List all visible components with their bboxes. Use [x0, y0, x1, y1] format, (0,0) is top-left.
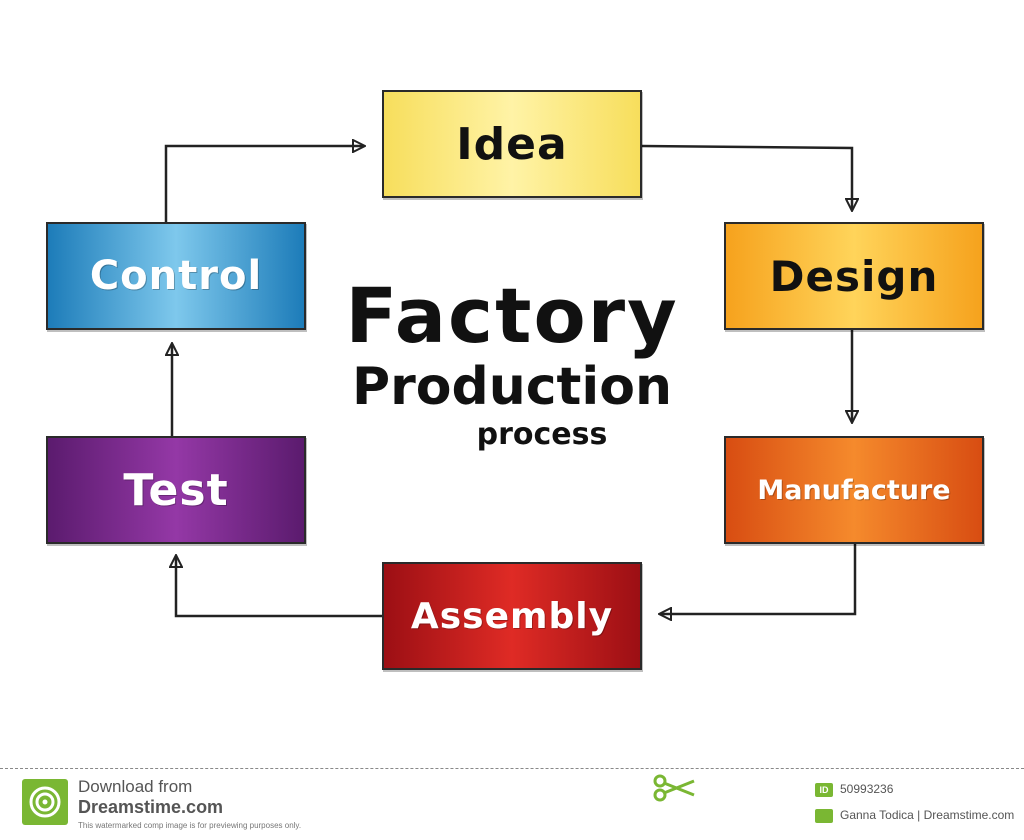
title-line-1: Factory — [345, 271, 679, 360]
step-control-label: Control — [89, 253, 263, 299]
step-idea: Idea — [382, 90, 642, 198]
author-icon — [815, 809, 833, 823]
id-badge: ID — [815, 783, 833, 797]
step-design: Design — [724, 222, 984, 330]
title-line-2: Production — [352, 357, 672, 417]
arrow-control-to-idea — [164, 146, 364, 222]
diagram-title: Factory Production process — [330, 275, 694, 453]
flow-arrows — [164, 0, 1024, 768]
step-design-label: Design — [769, 251, 939, 301]
diagram-canvas: Idea Design Manufacture Assembly Test Co… — [46, 0, 1024, 768]
step-assembly: Assembly — [382, 562, 642, 670]
image-id: 50993236 — [840, 782, 894, 796]
dreamstime-logo-icon — [22, 779, 68, 825]
arrow-manufacture-to-assembly — [660, 544, 857, 614]
footer-preview-note: This watermarked comp image is for previ… — [78, 821, 302, 830]
footer-site-link[interactable]: Dreamstime.com — [78, 797, 224, 817]
scissors-icon — [652, 773, 698, 807]
author-credit[interactable]: Ganna Todica | Dreamstime.com — [840, 808, 1015, 822]
step-idea-label: Idea — [456, 118, 568, 170]
arrow-assembly-to-test — [176, 556, 382, 618]
watermark-footer: Download from Dreamstime.com This waterm… — [0, 768, 1024, 840]
arrow-idea-to-design — [641, 144, 852, 210]
step-control: Control — [46, 222, 306, 330]
step-assembly-label: Assembly — [410, 595, 614, 637]
step-test: Test — [46, 436, 306, 544]
step-manufacture: Manufacture — [724, 436, 984, 544]
footer-download-text: Download from — [78, 777, 193, 796]
step-test-label: Test — [123, 464, 229, 516]
title-line-3: process — [476, 417, 608, 452]
step-manufacture-label: Manufacture — [757, 474, 951, 506]
